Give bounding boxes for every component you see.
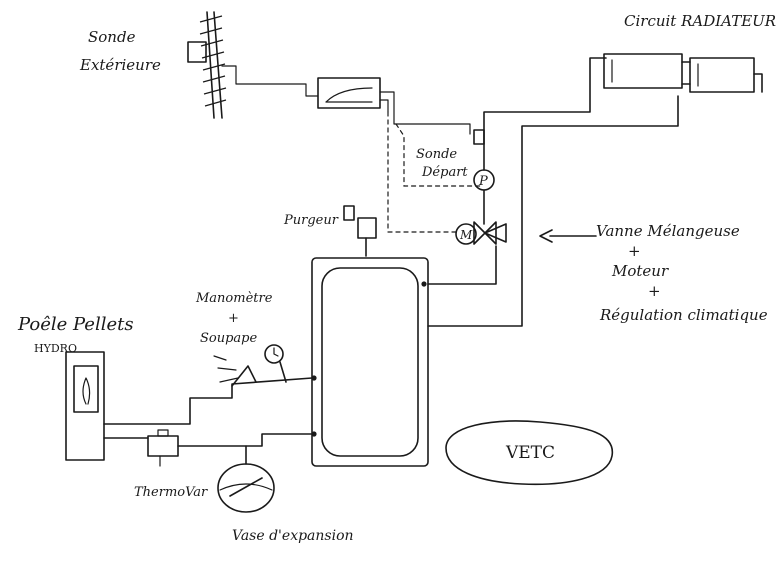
label-sonde-exterieure-1: Sonde	[88, 28, 136, 46]
label-vanne-2: +	[628, 242, 641, 260]
controller-wire-stub	[379, 99, 389, 113]
svg-text:P: P	[478, 174, 488, 189]
radiator-outlet	[753, 73, 763, 93]
pellet-stove	[65, 351, 105, 461]
label-vase: Vase d'expansion	[232, 528, 354, 544]
label-vanne-4: +	[648, 282, 661, 300]
valve-motor: M	[455, 223, 477, 245]
sensor-wire	[221, 65, 319, 97]
mixing-valve	[473, 221, 507, 245]
control-wire-dashed-2	[395, 123, 481, 187]
flow-sensor	[473, 129, 485, 145]
radiator-1	[603, 53, 683, 89]
label-manometre-1: Manomètre	[195, 291, 273, 306]
controller-to-sensor-wire	[379, 91, 471, 135]
label-poele-1: Poêle Pellets	[17, 314, 134, 335]
label-vanne-5: Régulation climatique	[599, 306, 768, 324]
safety-valve	[213, 355, 257, 387]
supply-pipe-upper	[483, 57, 607, 171]
label-manometre-2: +	[228, 311, 239, 326]
controller-box	[317, 77, 381, 109]
pressure-gauge	[264, 344, 287, 383]
valve-pointer-arrowhead	[539, 229, 553, 243]
buffer-tank	[311, 257, 429, 467]
stove-supply-pipe	[103, 377, 313, 425]
supply-pipe-lower	[427, 245, 497, 285]
vetc-outline	[445, 420, 614, 486]
label-manometre-3: Soupape	[200, 331, 257, 346]
stove-return-pipe-2	[177, 433, 313, 447]
circulation-pump: P	[473, 169, 495, 191]
label-thermovar: ThermoVar	[134, 485, 208, 500]
radiator-2	[689, 57, 755, 93]
label-poele-2: HYDRO	[34, 342, 77, 355]
label-vanne-1: Vanne Mélangeuse	[596, 222, 740, 240]
label-sonde-exterieure-2: Extérieure	[79, 56, 161, 74]
label-purgeur: Purgeur	[283, 213, 339, 228]
label-vanne-3: Moteur	[611, 262, 669, 280]
label-vetc: VETC	[505, 443, 555, 463]
exterior-wall	[199, 11, 227, 119]
svg-text:M: M	[459, 228, 473, 242]
thermovar-valve	[147, 429, 179, 467]
label-circuit-radiateur: Circuit RADIATEUR	[624, 12, 776, 30]
return-pipe	[427, 95, 679, 327]
label-sonde-depart-1: Sonde	[416, 147, 457, 162]
air-purger	[343, 205, 377, 257]
label-sonde-depart-2: Départ	[421, 165, 468, 180]
expansion-vessel	[217, 445, 275, 513]
outdoor-sensor	[187, 41, 207, 63]
